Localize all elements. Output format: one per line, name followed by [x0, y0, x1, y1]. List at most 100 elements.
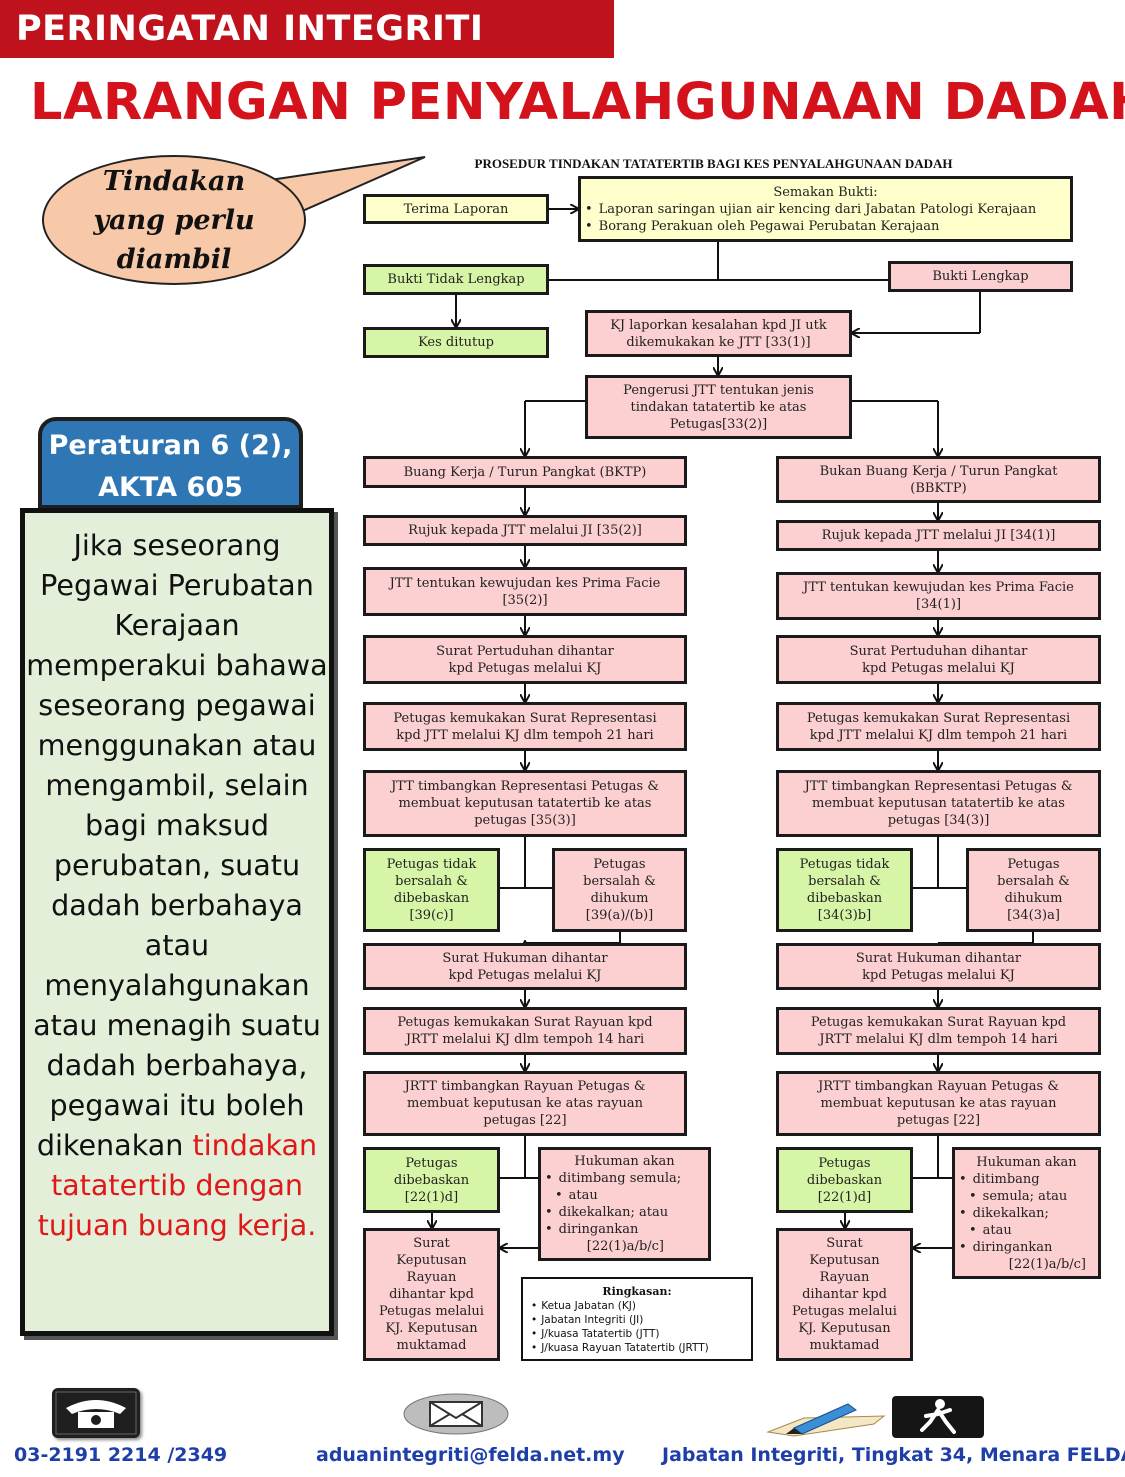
- box-text: muktamad: [809, 1338, 880, 1353]
- timbang-representasi-box: JTT timbangkan Representasi Petugas & me…: [776, 770, 1101, 837]
- hukuman-item: atau: [545, 1187, 681, 1204]
- peraturan-line: AKTA 605: [98, 472, 243, 503]
- bktp-box: Buang Kerja / Turun Pangkat (BKTP): [363, 456, 687, 488]
- box-ref: [22(1)a/b/c]: [1008, 1256, 1086, 1272]
- hukuman-akan-box: Hukuman akan ditimbang semula; atau dike…: [952, 1147, 1101, 1279]
- prima-facie-box: JTT tentukan kewujudan kes Prima Facie […: [776, 572, 1101, 620]
- box-text: Petugas: [1007, 857, 1060, 872]
- box-text: Surat Pertuduhan dihantar: [849, 643, 1028, 659]
- box-text: petugas [34(3)]: [887, 813, 990, 828]
- box-text: Petugas tidak: [386, 857, 477, 872]
- box-text: bersalah &: [395, 874, 468, 889]
- box-text: Rujuk kepada JTT melalui JI [34(1)]: [821, 528, 1056, 543]
- box-text: bersalah &: [583, 874, 656, 889]
- representasi-box: Petugas kemukakan Surat Representasi kpd…: [363, 702, 687, 751]
- dibebaskan-box: Petugas dibebaskan [22(1)d]: [363, 1147, 500, 1213]
- bersalah-box: Petugas bersalah & dihukum [34(3)a]: [966, 848, 1101, 932]
- box-text: petugas [22]: [483, 1113, 567, 1128]
- jrtt-box: JRTT timbangkan Rayuan Petugas & membuat…: [363, 1071, 687, 1136]
- box-text: Rayuan: [819, 1270, 870, 1285]
- bubble-line: diambil: [116, 243, 232, 275]
- box-text: Rayuan: [406, 1270, 457, 1285]
- hukuman-item: diringankan: [959, 1239, 1067, 1256]
- rujuk-jtt-box: Rujuk kepada JTT melalui JI [34(1)]: [776, 520, 1101, 551]
- semakan-bukti-box: Semakan Bukti: Laporan saringan ujian ai…: [578, 176, 1073, 242]
- box-text: Bukti Tidak Lengkap: [387, 272, 525, 287]
- bersalah-box: Petugas bersalah & dihukum [39(a)/(b)]: [552, 848, 687, 932]
- footer-email[interactable]: aduanintegriti@felda.net.my: [316, 1444, 625, 1466]
- tidak-bersalah-box: Petugas tidak bersalah & dibebaskan [39(…: [363, 848, 500, 932]
- footer-phone[interactable]: 03-2191 2214 /2349: [14, 1444, 228, 1466]
- box-text: kpd JTT melalui KJ dlm tempoh 21 hari: [809, 727, 1068, 743]
- kes-ditutup-box: Kes ditutup: [363, 327, 549, 358]
- box-text: kpd Petugas melalui KJ: [448, 660, 602, 676]
- semakan-item: Laporan saringan ujian air kencing dari …: [585, 201, 1037, 218]
- legend-item: Jabatan Integriti (JI): [531, 1313, 743, 1327]
- action-bubble: Tindakan yang perlu diambil: [42, 155, 306, 285]
- hukuman-item: dikekalkan;: [959, 1205, 1067, 1222]
- box-text: KJ. Keputusan: [385, 1321, 478, 1336]
- pen-icon-glyph: [766, 1403, 886, 1437]
- box-text: Keputusan: [396, 1253, 467, 1268]
- box-text: JRTT timbangkan Rayuan Petugas &: [818, 1079, 1059, 1094]
- surat-rayuan-box: Petugas kemukakan Surat Rayuan kpd JRTT …: [776, 1007, 1101, 1055]
- legend-item: J/kuasa Rayuan Tatatertib (JRTT): [531, 1341, 743, 1355]
- box-title: Hukuman akan: [574, 1154, 675, 1169]
- envelope-icon: [402, 1392, 510, 1436]
- rujuk-jtt-box: Rujuk kepada JTT melalui JI [35(2)]: [363, 515, 687, 546]
- box-text: JTT timbangkan Representasi Petugas &: [391, 779, 659, 794]
- hukuman-item: semula; atau: [959, 1188, 1068, 1205]
- box-title: Semakan Bukti:: [773, 184, 878, 200]
- box-text: petugas [22]: [896, 1113, 981, 1128]
- footer-address: Jabatan Integriti, Tingkat 34, Menara FE…: [662, 1444, 1125, 1466]
- representasi-box: Petugas kemukakan Surat Representasi kpd…: [776, 702, 1101, 751]
- box-text: membuat keputusan ke atas rayuan: [407, 1096, 643, 1111]
- box-text: Petugas: [593, 857, 646, 872]
- page-title: LARANGAN PENYALAHGUNAAN DADAH: [30, 73, 1125, 132]
- hukuman-akan-box: Hukuman akan ditimbang semula; atau dike…: [538, 1147, 711, 1261]
- box-text: dibebaskan: [806, 1172, 883, 1188]
- box-text: membuat keputusan tatatertib ke atas: [812, 796, 1065, 811]
- box-text: kpd Petugas melalui KJ: [448, 967, 602, 983]
- box-text: dibebaskan: [806, 891, 883, 906]
- bukti-tidak-lengkap-box: Bukti Tidak Lengkap: [363, 264, 549, 295]
- bubble-line: yang perlu: [93, 204, 255, 236]
- box-text: Rujuk kepada JTT melalui JI [35(2)]: [408, 523, 642, 538]
- box-title: Hukuman akan: [976, 1154, 1077, 1170]
- box-text: KJ laporkan kesalahan kpd JI utk: [610, 317, 827, 333]
- box-text: tindakan tatatertib ke atas: [630, 399, 807, 415]
- box-text: dibebaskan: [393, 1172, 470, 1188]
- box-text: Surat Pertuduhan dihantar: [436, 643, 614, 659]
- keputusan-rayuan-box: Surat Keputusan Rayuan dihantar kpd Petu…: [363, 1228, 500, 1361]
- box-text: dihantar kpd: [802, 1287, 887, 1302]
- terima-laporan-box: Terima Laporan: [363, 194, 549, 224]
- box-text: JRTT melalui KJ dlm tempoh 14 hari: [819, 1032, 1058, 1047]
- box-text: Surat: [413, 1236, 450, 1251]
- box-text: Surat Hukuman dihantar: [855, 950, 1022, 966]
- box-text: JRTT melalui KJ dlm tempoh 14 hari: [405, 1032, 645, 1047]
- hukuman-item-text: semula; atau: [982, 1188, 1068, 1204]
- hukuman-item: diringankan: [545, 1221, 681, 1238]
- box-text: Surat Hukuman dihantar: [442, 950, 608, 966]
- keputusan-rayuan-box: Surat Keputusan Rayuan dihantar kpd Petu…: [776, 1228, 913, 1361]
- surat-pertuduhan-box: Surat Pertuduhan dihantar kpd Petugas me…: [363, 635, 687, 684]
- surat-pertuduhan-box: Surat Pertuduhan dihantar kpd Petugas me…: [776, 635, 1101, 684]
- box-text: [22(1)d]: [817, 1189, 872, 1205]
- box-text: [39(c)]: [409, 908, 454, 923]
- hukuman-item: dikekalkan; atau: [545, 1204, 681, 1221]
- box-text: Surat: [826, 1236, 863, 1251]
- box-text: Bukan Buang Kerja / Turun Pangkat: [819, 463, 1058, 479]
- box-text: dihantar kpd: [389, 1287, 474, 1302]
- peraturan-tab: Peraturan 6 (2), AKTA 605: [38, 417, 303, 509]
- hukuman-item: ditimbang semula;: [545, 1170, 681, 1187]
- legend-title: Ringkasan:: [602, 1285, 672, 1298]
- box-text: kpd Petugas melalui KJ: [862, 967, 1015, 983]
- panel-text: Jika seseorang Pegawai Perubatan Kerajaa…: [26, 528, 328, 1162]
- box-text: [34(3)a]: [1007, 908, 1060, 923]
- timbang-representasi-box: JTT timbangkan Representasi Petugas & me…: [363, 770, 687, 837]
- box-text: Terima Laporan: [403, 201, 509, 217]
- box-text: Pengerusi JTT tentukan jenis: [623, 382, 814, 398]
- panel-highlight: tindakan tatatertib dengan tujuan buang …: [37, 1128, 318, 1242]
- banner: PERINGATAN INTEGRITI 19/2022: [0, 0, 614, 107]
- regulation-panel: Jika seseorang Pegawai Perubatan Kerajaa…: [20, 508, 334, 1336]
